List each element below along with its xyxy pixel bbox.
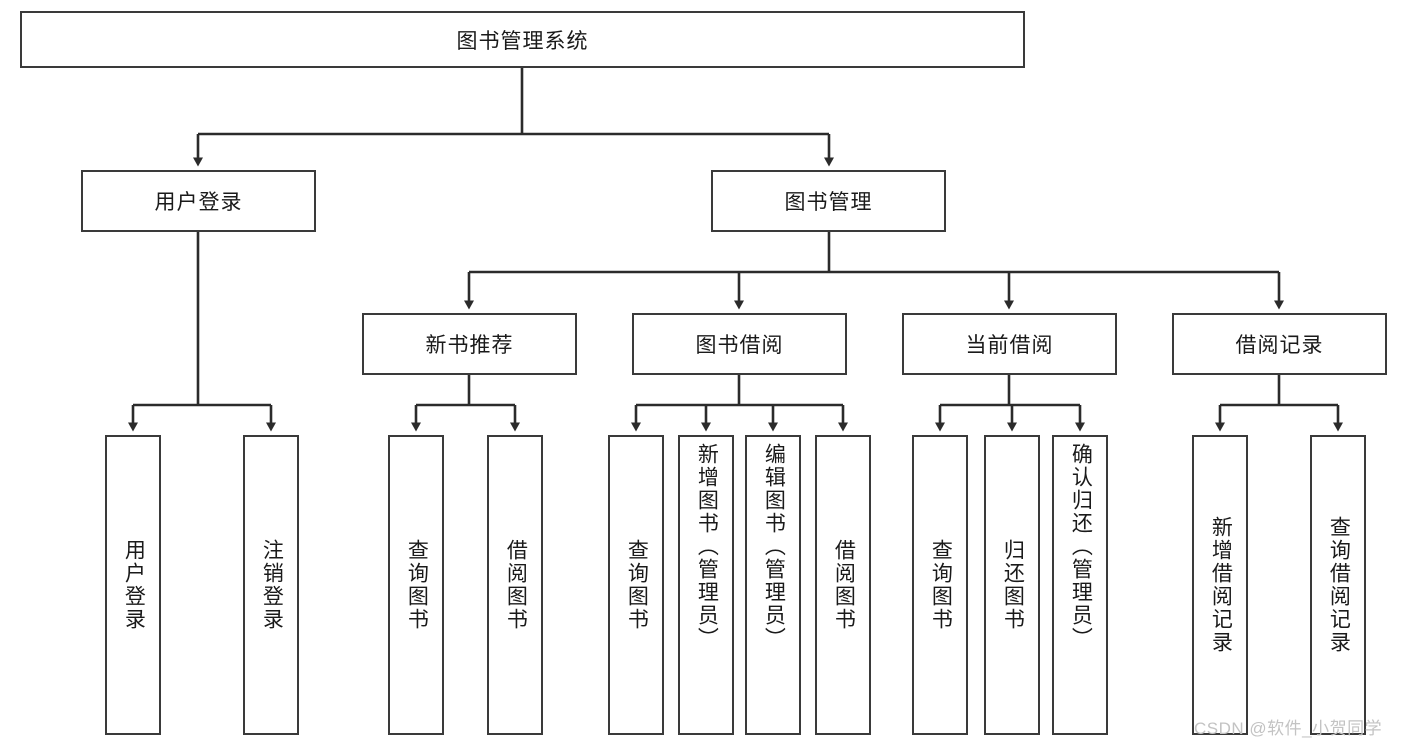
level2-node-用户登录: 用户登录: [81, 170, 316, 232]
leaf-node-label: 查询借阅记录: [1327, 516, 1351, 654]
leaf-node-label: 确认归还（管理员）: [1069, 443, 1093, 650]
leaf-node-label: 用户登录: [122, 539, 146, 631]
leaf-node-用户登录: 用户登录: [105, 435, 161, 735]
leaf-node-确认归还管理员: 确认归还（管理员）: [1052, 435, 1108, 735]
leaf-node-查询图书: 查询图书: [912, 435, 968, 735]
leaf-node-借阅图书: 借阅图书: [487, 435, 543, 735]
leaf-node-借阅图书: 借阅图书: [815, 435, 871, 735]
leaf-node-label: 借阅图书: [504, 539, 528, 631]
level3-node-借阅记录: 借阅记录: [1172, 313, 1387, 375]
level2-node-图书管理: 图书管理: [711, 170, 946, 232]
leaf-node-新增借阅记录: 新增借阅记录: [1192, 435, 1248, 735]
leaf-node-查询图书: 查询图书: [388, 435, 444, 735]
level3-node-当前借阅: 当前借阅: [902, 313, 1117, 375]
leaf-node-label: 注销登录: [260, 539, 284, 631]
level3-node-新书推荐: 新书推荐: [362, 313, 577, 375]
leaf-node-label: 新增图书（管理员）: [695, 443, 719, 650]
root-node-图书管理系统: 图书管理系统: [20, 11, 1025, 68]
leaf-node-注销登录: 注销登录: [243, 435, 299, 735]
leaf-node-label: 编辑图书（管理员）: [762, 443, 786, 650]
leaf-node-label: 查询图书: [625, 539, 649, 631]
leaf-node-label: 归还图书: [1001, 539, 1025, 631]
leaf-node-新增图书管理员: 新增图书（管理员）: [678, 435, 734, 735]
leaf-node-label: 查询图书: [929, 539, 953, 631]
leaf-node-编辑图书管理员: 编辑图书（管理员）: [745, 435, 801, 735]
leaf-node-查询图书: 查询图书: [608, 435, 664, 735]
csdn-watermark: CSDN @软件_小贺同学: [1194, 719, 1383, 738]
leaf-node-label: 查询图书: [405, 539, 429, 631]
leaf-node-label: 借阅图书: [832, 539, 856, 631]
leaf-node-归还图书: 归还图书: [984, 435, 1040, 735]
level3-node-图书借阅: 图书借阅: [632, 313, 847, 375]
leaf-node-查询借阅记录: 查询借阅记录: [1310, 435, 1366, 735]
leaf-node-label: 新增借阅记录: [1209, 516, 1233, 654]
